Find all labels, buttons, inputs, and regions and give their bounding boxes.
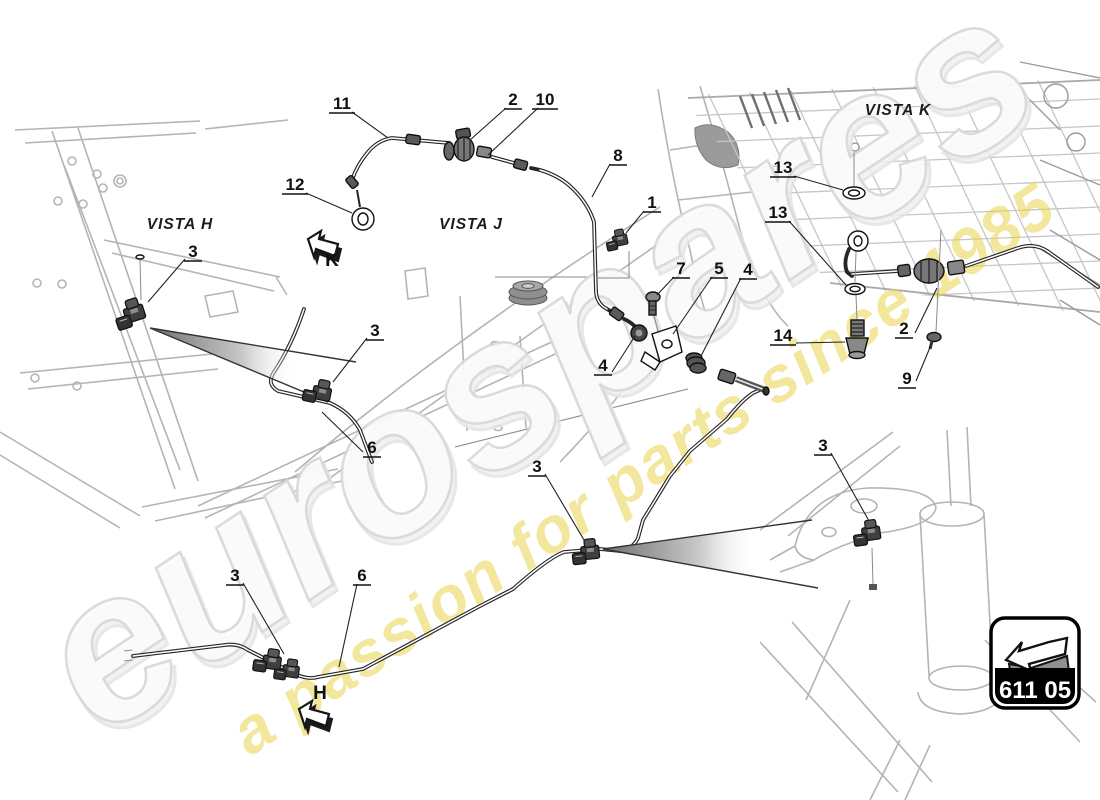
view-label-vista-h: VISTA H <box>147 216 213 233</box>
callout-leader-line <box>351 111 389 139</box>
screw-part-9 <box>926 331 942 350</box>
part-callout-2: 2 <box>508 90 517 109</box>
callout-leader-line <box>321 411 364 453</box>
tank-cap <box>508 280 548 306</box>
view-label-vista-k: VISTA K <box>865 102 932 119</box>
bolt-part-14 <box>845 319 869 360</box>
screw-part-7 <box>645 291 661 336</box>
direction-arrow-k: K <box>306 229 343 271</box>
callout-leader-line <box>591 163 611 198</box>
callout-leader-line <box>332 337 368 383</box>
callout-leader-line <box>914 287 938 334</box>
fuel-lines <box>123 136 1100 680</box>
elbow-fitting-vista-k <box>847 230 869 283</box>
callout-leader-line <box>487 107 539 156</box>
callout-leader-line <box>656 276 675 296</box>
callout-leader-line <box>793 175 844 191</box>
callout-leader-line <box>700 277 742 357</box>
part-callout-1: 1 <box>647 193 656 212</box>
callout-leader-line <box>305 192 353 214</box>
direction-arrow-k-label: K <box>325 250 339 271</box>
part-callout-7: 7 <box>676 259 685 278</box>
callout-leader-line <box>242 582 285 655</box>
part-callout-14: 14 <box>774 326 793 345</box>
callout-leader-line <box>795 341 846 344</box>
part-callout-8: 8 <box>613 146 622 165</box>
callout-leader-line <box>469 107 507 141</box>
callout-leader-line <box>830 452 870 522</box>
part-callout-6: 6 <box>357 566 366 585</box>
direction-arrow-h: H <box>297 683 334 734</box>
callout-leader-line <box>915 344 932 382</box>
part-callout-3: 3 <box>370 321 379 340</box>
part-callout-13: 13 <box>769 203 788 222</box>
valve-part-2-vista-k <box>896 229 966 333</box>
part-callout-12: 12 <box>286 175 305 194</box>
callout-layer: 11 2 10 12 8 1 13 13 7 5 4 4 14 2 9 3 3 6 3 3 3 6 <box>147 90 938 668</box>
part-callout-11: 11 <box>333 94 351 113</box>
washer-part-13-lower <box>844 282 866 321</box>
part-callout-10: 10 <box>536 90 555 109</box>
part-callout-9: 9 <box>902 369 911 388</box>
part-callout-2: 2 <box>899 319 908 338</box>
callout-leader-line <box>611 335 636 373</box>
part-callout-5: 5 <box>714 259 723 278</box>
part-callout-4: 4 <box>598 356 608 375</box>
clamp-part-3-vista-h <box>110 254 149 332</box>
frame-art-vista-j <box>197 206 689 519</box>
callout-leader-line <box>544 473 585 541</box>
engine-detail <box>1019 61 1100 326</box>
fittings-and-parts <box>110 127 966 683</box>
direction-arrow-h-label: H <box>313 683 327 704</box>
callout-leader-line <box>672 276 713 335</box>
callout-leader-line <box>788 220 847 286</box>
part-callout-3: 3 <box>230 566 239 585</box>
page-ref-code: 611 05 <box>999 677 1071 704</box>
callout-leader-line <box>625 210 645 234</box>
grommet-part-4-right <box>685 352 707 374</box>
bulb-part-12 <box>351 189 375 231</box>
clamp-part-3-right-frame <box>850 518 883 590</box>
part-callout-3: 3 <box>532 457 541 476</box>
washer-part-13-upper <box>842 152 866 200</box>
frame-art-right-suspension <box>759 426 1097 800</box>
pipe-union <box>717 368 770 396</box>
valve-part-2-vista-j <box>443 127 493 162</box>
part-callout-13: 13 <box>774 158 793 177</box>
view-label-vista-j: VISTA J <box>439 216 503 233</box>
part-callout-3: 3 <box>188 242 197 261</box>
location-fans <box>149 327 819 589</box>
part-callout-6: 6 <box>367 438 376 457</box>
part-callout-4: 4 <box>743 260 753 279</box>
callout-leader-line <box>338 583 358 668</box>
part-callout-3: 3 <box>818 436 827 455</box>
callout-leader-line <box>147 258 186 303</box>
page-ref-badge: 611 05 <box>989 616 1081 710</box>
bracket-part-5 <box>640 325 683 371</box>
